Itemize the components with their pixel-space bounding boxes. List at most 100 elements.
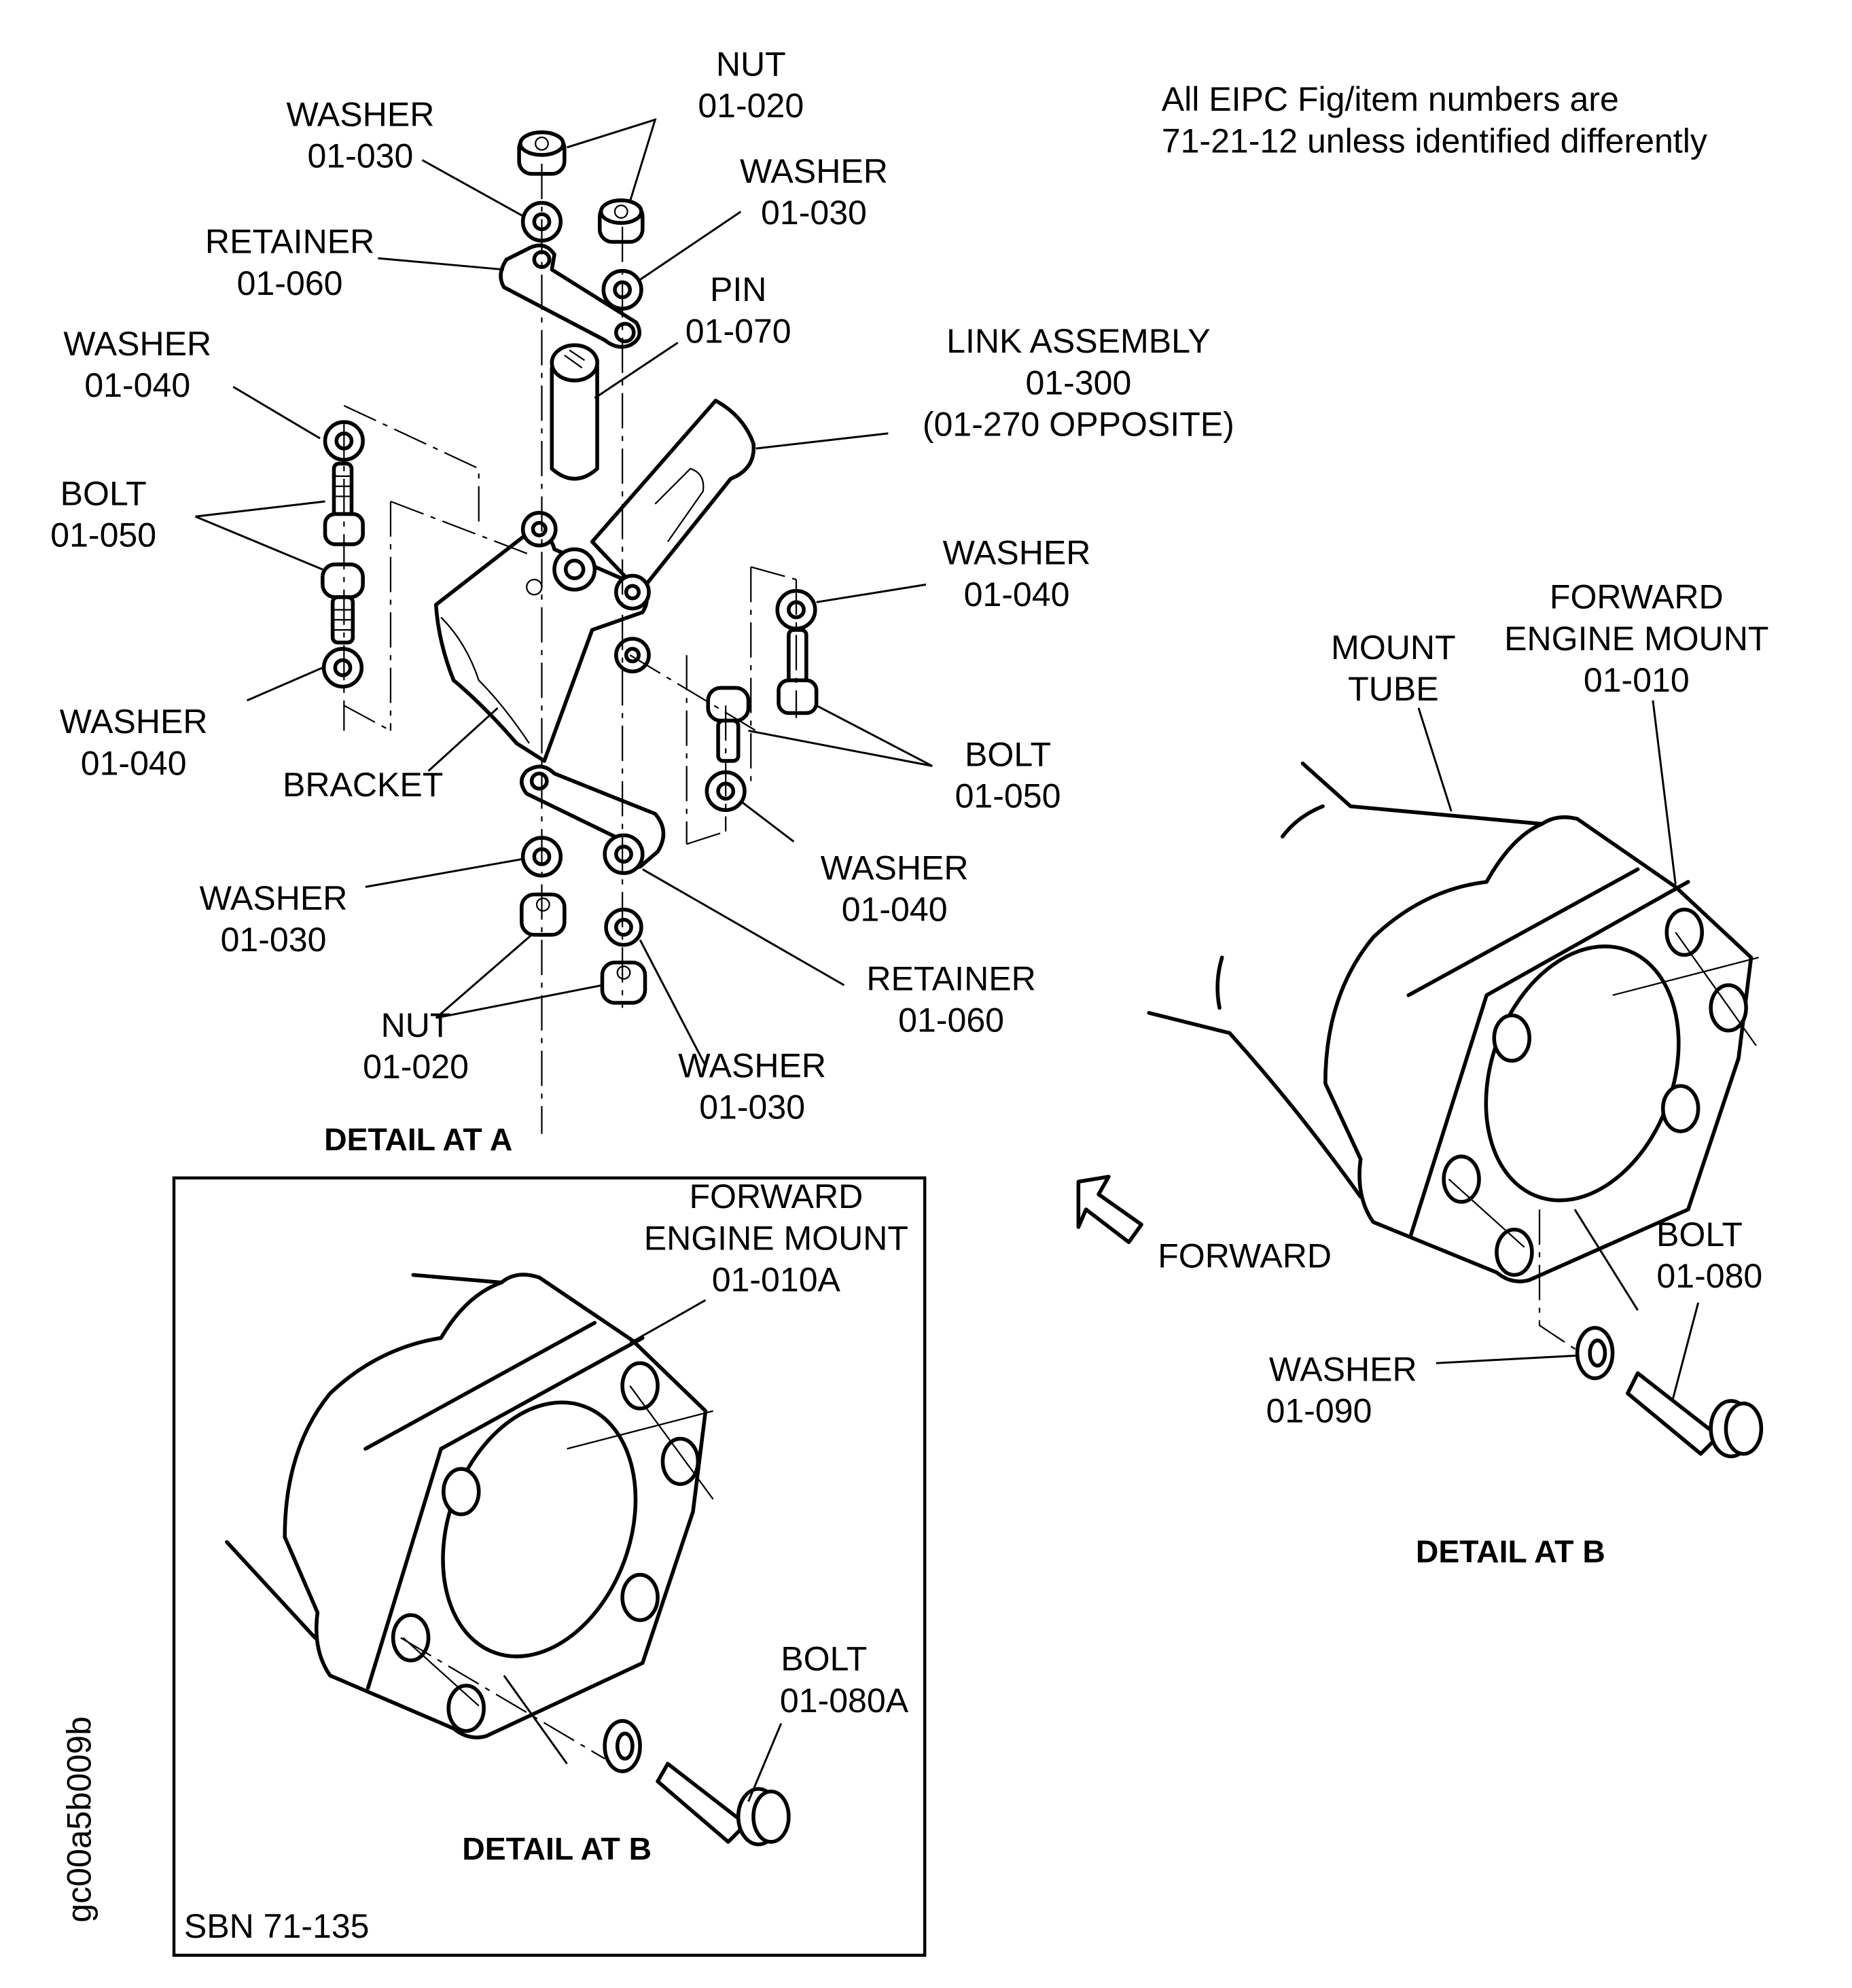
label-part-number: 01-040	[84, 366, 190, 404]
label-forward-engine-mount: FORWARD	[689, 1177, 863, 1215]
label-washer: WASHER	[1269, 1350, 1417, 1388]
label-mount-tube: MOUNT	[1331, 628, 1455, 667]
detail-b-sbn-title: DETAIL AT B	[462, 1831, 652, 1866]
stud-icon	[1495, 1227, 1534, 1277]
washer-icon	[604, 907, 643, 947]
stud-icon	[391, 1613, 431, 1663]
stud-icon	[620, 1573, 660, 1622]
label-washer: WASHER	[821, 849, 969, 887]
label-part-number: 01-030	[699, 1088, 805, 1126]
leader-lines	[194, 118, 933, 1067]
bracket-icon	[433, 531, 649, 763]
label-part-number: 01-030	[761, 194, 867, 232]
stud-icon	[1442, 1154, 1481, 1204]
label-part-number: 01-020	[698, 86, 804, 124]
label-part-number: 01-040	[81, 744, 187, 782]
bolt-icon	[656, 1762, 791, 1847]
label-part-number: 01-020	[363, 1048, 469, 1086]
label-mount-tube: TUBE	[1348, 670, 1438, 708]
bolt-icon	[323, 461, 365, 546]
stud-icon	[442, 1467, 481, 1516]
label-part-number: 01-060	[237, 264, 343, 302]
label-washer: WASHER	[200, 879, 348, 917]
detail-b-main-title: DETAIL AT B	[1416, 1533, 1605, 1569]
label-forward-engine-mount: FORWARD	[1550, 578, 1724, 616]
bolt-icon	[1626, 1371, 1764, 1459]
stud-icon	[446, 1684, 486, 1733]
label-nut: NUT	[716, 45, 786, 83]
label-bolt: BOLT	[781, 1640, 867, 1678]
label-washer: WASHER	[740, 152, 888, 190]
detail-a-labels: NUT 01-020 WASHER 01-030 WASHER 01-030 R…	[50, 45, 1234, 1157]
detail-b-main-drawing	[1076, 700, 1764, 1459]
link-assembly-icon	[590, 398, 756, 594]
label-part-number: 01-010A	[712, 1261, 841, 1299]
pin-icon	[550, 343, 599, 481]
note-line-2: 71-21-12 unless identified differently	[1162, 122, 1707, 160]
detail-b-main-labels: MOUNT TUBE FORWARD ENGINE MOUNT 01-010 F…	[1158, 578, 1768, 1569]
general-note: All EIPC Fig/item numbers are 71-21-12 u…	[1162, 80, 1707, 160]
bolt-icon	[321, 562, 365, 645]
label-bolt: BOLT	[965, 735, 1051, 773]
label-part-number: 01-080	[1656, 1257, 1762, 1295]
label-retainer: RETAINER	[205, 223, 374, 261]
label-retainer: RETAINER	[866, 959, 1035, 997]
detail-b-sbn-labels: FORWARD ENGINE MOUNT 01-010A BOLT 01-080…	[184, 1177, 909, 1945]
label-washer: WASHER	[63, 325, 211, 363]
detail-a-drawing	[194, 118, 933, 1134]
nut-icon	[600, 960, 647, 1005]
label-bracket: BRACKET	[283, 766, 443, 804]
label-part-number: 01-090	[1266, 1391, 1372, 1430]
nut-icon	[520, 892, 567, 937]
stud-icon	[1664, 907, 1704, 957]
leader-lines	[1417, 700, 1700, 1399]
label-part-number: 01-070	[685, 312, 791, 350]
label-part-number: 01-060	[898, 1001, 1004, 1040]
note-line-1: All EIPC Fig/item numbers are	[1162, 80, 1619, 118]
bolt-icon	[777, 628, 819, 715]
label-part-number: 01-300	[1025, 363, 1131, 402]
detail-b-sbn-box	[172, 1176, 927, 1957]
engine-mount-icon	[1323, 815, 1753, 1283]
label-forward-engine-mount: ENGINE MOUNT	[1504, 620, 1768, 658]
sbn-reference: SBN 71-135	[184, 1907, 370, 1945]
retainer-icon	[499, 243, 642, 349]
washer-icon	[1575, 1326, 1615, 1381]
leader-lines	[629, 1299, 783, 1803]
label-part-number: 01-040	[964, 575, 1070, 614]
label-part-number: 01-030	[221, 921, 327, 959]
washer-icon	[321, 647, 364, 689]
washer-icon	[603, 1719, 642, 1773]
label-washer: WASHER	[287, 95, 435, 133]
label-part-number: 01-040	[842, 890, 948, 928]
label-part-number: 01-010	[1584, 661, 1690, 699]
label-washer: WASHER	[678, 1046, 826, 1084]
label-opposite-part: (01-270 OPPOSITE)	[923, 406, 1234, 444]
label-part-number: 01-050	[50, 516, 156, 554]
label-bolt: BOLT	[60, 475, 147, 513]
label-washer: WASHER	[943, 534, 1091, 572]
label-forward-engine-mount: ENGINE MOUNT	[644, 1219, 908, 1257]
label-bolt: BOLT	[1656, 1215, 1743, 1254]
label-pin: PIN	[710, 270, 766, 308]
forward-arrow-icon	[1076, 1175, 1143, 1245]
label-washer: WASHER	[60, 703, 208, 741]
stud-icon	[660, 1436, 700, 1487]
engine-mount-icon	[283, 1273, 708, 1740]
label-part-number: 01-080A	[780, 1682, 909, 1720]
nut-icon	[597, 198, 645, 244]
label-forward: FORWARD	[1158, 1237, 1332, 1275]
stud-icon	[620, 1361, 660, 1410]
drawing-id: gc00a5b009b	[60, 1716, 99, 1922]
nut-icon	[517, 130, 567, 176]
stud-icon	[1660, 1084, 1700, 1133]
label-nut: NUT	[381, 1006, 451, 1044]
label-link-assembly: LINK ASSEMBLY	[946, 322, 1211, 360]
bolt-icon	[706, 686, 751, 763]
label-part-number: 01-030	[308, 137, 414, 175]
label-part-number: 01-050	[955, 777, 1061, 815]
stud-icon	[1492, 1013, 1531, 1063]
washer-icon	[603, 833, 645, 875]
